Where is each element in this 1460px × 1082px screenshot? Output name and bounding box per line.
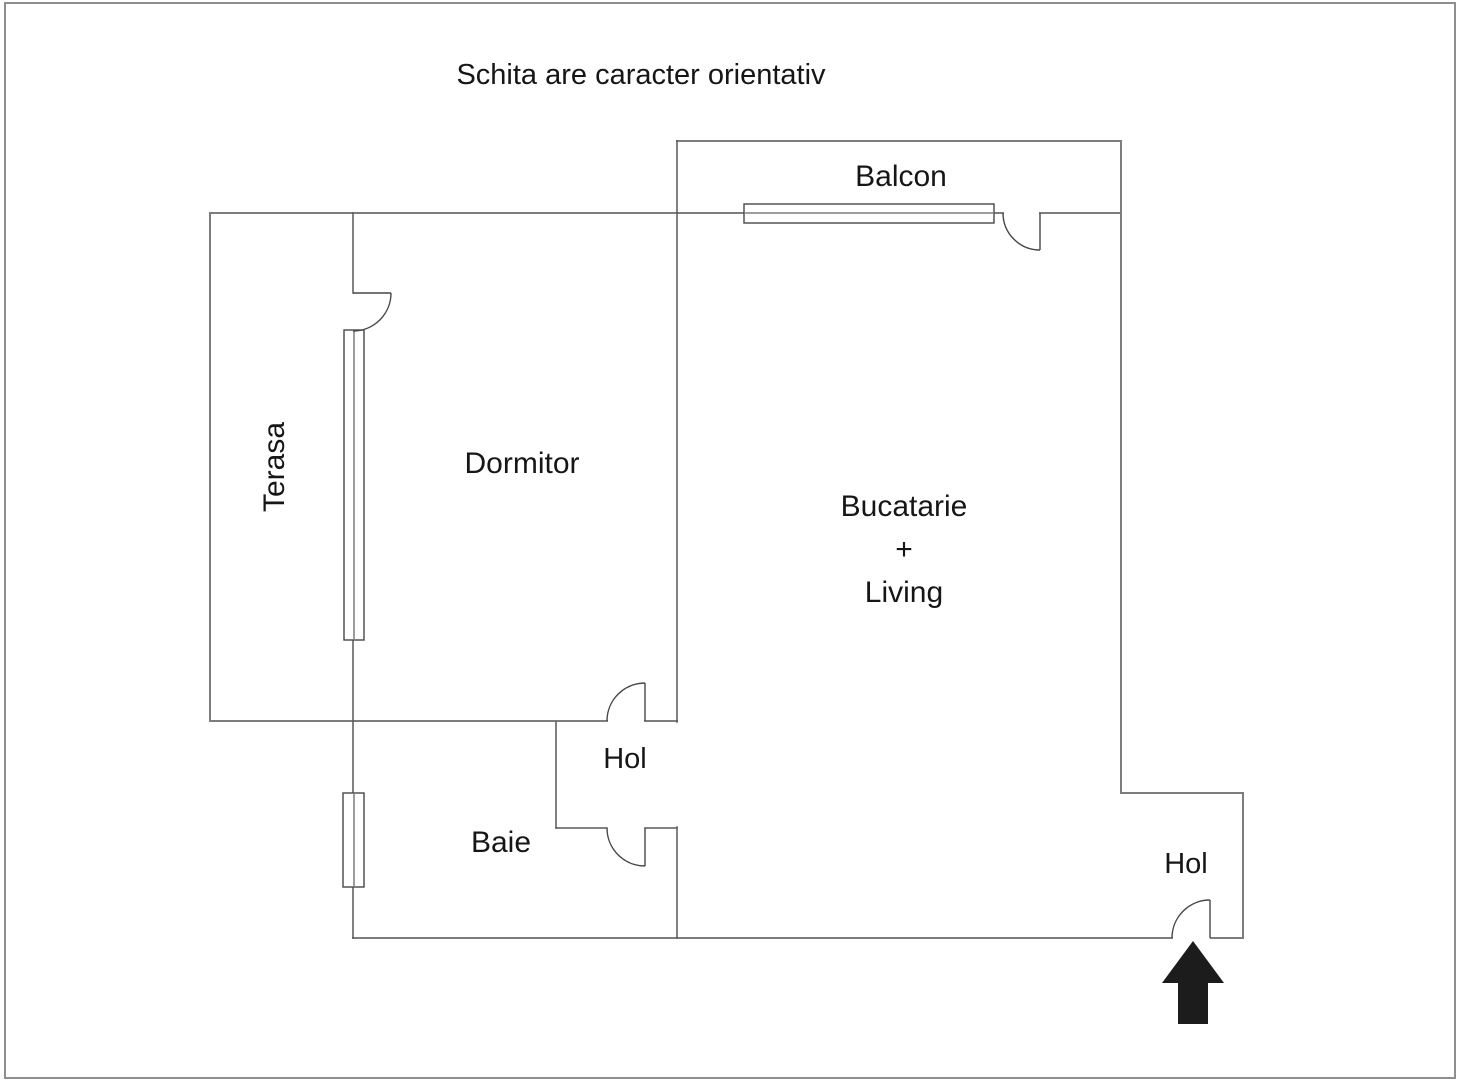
label-terasa: Terasa [258,422,291,512]
door-swing-arc [352,292,392,332]
label-hol-corridor: Hol [603,743,647,775]
door-dormitor-corridor [606,682,646,722]
page-border [4,2,1456,1079]
door-terasa-dormitor [352,292,392,332]
window-balcon [743,203,995,224]
doors [352,212,1211,939]
partition-walls [352,140,678,939]
door-swing-arc [606,682,646,722]
label-living: Living [865,576,943,609]
door-swing-arc [606,827,646,867]
window-terasa-dormitor [343,329,365,641]
label-bucatarie: Bucatarie [841,490,968,523]
door-balcon-living [1002,212,1041,251]
label-dormitor: Dormitor [464,447,579,480]
door-corridor-baie [606,827,646,867]
page-title: Schita are caracter orientativ [456,59,826,91]
label-hol-entrance: Hol [1164,848,1208,880]
window-baie [342,792,365,888]
windows [342,203,995,888]
door-swing-arc [1171,899,1211,939]
entrance-arrow-icon [1162,941,1224,1024]
label-balcon: Balcon [855,160,947,193]
label-bucatarie-living: Bucatarie + Living [841,490,968,609]
label-plus: + [895,533,913,566]
door-swing-arc [1002,212,1041,251]
label-baie: Baie [471,826,531,859]
door-entrance [1171,899,1211,939]
outer-walls [209,140,1244,939]
